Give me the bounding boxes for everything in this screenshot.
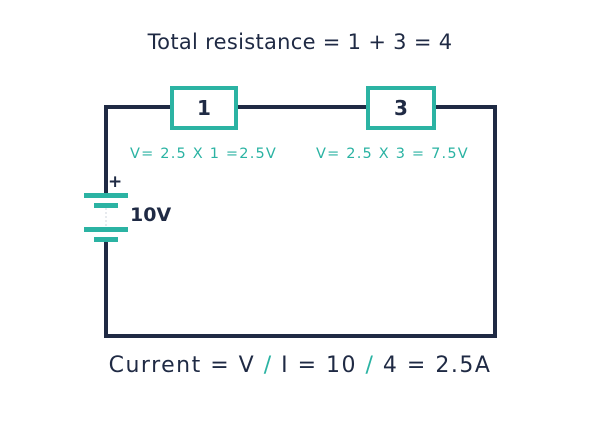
battery-plate-short-1 (94, 203, 118, 208)
resistor-1 (170, 86, 238, 130)
formula-part-3: 4 = 2.5A (374, 353, 492, 378)
battery-plate-long-2 (84, 227, 128, 232)
current-formula: Current = V / I = 10 / 4 = 2.5A (0, 353, 600, 378)
resistor-3-label: 3 (394, 96, 408, 120)
battery-plate-short-2 (94, 237, 118, 242)
formula-part-2: I = 10 (272, 353, 366, 378)
battery-voltage-label: 10V (130, 204, 172, 226)
formula-part-1: Current = V (108, 353, 264, 378)
resistor-3 (366, 86, 436, 130)
resistor-3-voltage-note: V= 2.5 X 3 = 7.5V (316, 146, 469, 162)
resistor-1-voltage-note: V= 2.5 X 1 =2.5V (130, 146, 278, 162)
battery-plus-sign: + (108, 172, 123, 192)
total-resistance-title: Total resistance = 1 + 3 = 4 (147, 30, 453, 54)
resistor-1-label: 1 (197, 96, 211, 120)
battery-plate-long-1 (84, 193, 128, 198)
circuit-wire (104, 105, 497, 338)
battery-symbol (84, 193, 128, 242)
formula-slash-1: / (263, 353, 273, 378)
formula-slash-2: / (365, 353, 375, 378)
